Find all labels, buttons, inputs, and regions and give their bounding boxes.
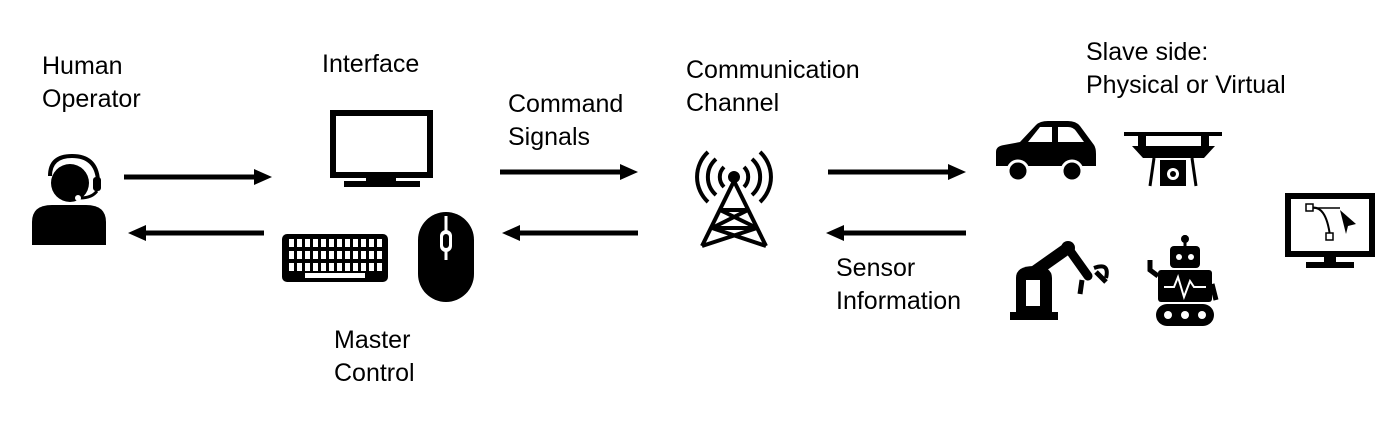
arrow-sensor-information xyxy=(826,225,966,241)
robot-arm-icon xyxy=(1010,241,1109,320)
master-control-label: Master Control xyxy=(334,326,415,387)
arrow-interface-to-operator xyxy=(128,225,264,241)
sensor-information-label: Sensor Information xyxy=(836,254,962,315)
robot-icon xyxy=(1147,235,1219,326)
command-signals-label: Command Signals xyxy=(508,90,624,151)
human-operator-label: Human Operator xyxy=(42,52,141,113)
virtual-monitor-icon xyxy=(1285,193,1375,268)
interface-label: Interface xyxy=(322,50,420,78)
keyboard-icon xyxy=(282,234,388,282)
arrow-command-signals xyxy=(500,164,638,180)
monitor-icon xyxy=(330,110,433,187)
arrow-channel-to-slave xyxy=(828,164,966,180)
mouse-icon xyxy=(418,212,474,302)
drone-icon xyxy=(1124,132,1222,187)
car-icon xyxy=(996,121,1096,183)
headset-operator-icon xyxy=(32,153,106,245)
antenna-tower-icon xyxy=(695,150,773,248)
arrow-master-feedback xyxy=(502,225,638,241)
arrow-operator-to-interface xyxy=(124,169,272,185)
slave-side-label: Slave side: Physical or Virtual xyxy=(1086,38,1286,99)
communication-channel-label: Communication Channel xyxy=(686,56,860,117)
